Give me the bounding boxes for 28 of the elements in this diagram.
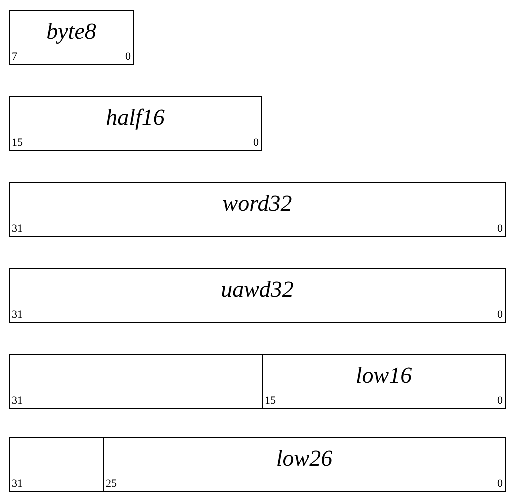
field-name: low26	[276, 446, 333, 472]
field-name: word32	[222, 191, 292, 217]
bit-number: 0	[498, 478, 503, 490]
field-box	[9, 182, 506, 237]
field-name: byte8	[46, 19, 96, 45]
bit-number: 0	[254, 137, 259, 149]
bit-number: 31	[12, 478, 23, 490]
bit-number: 25	[106, 478, 117, 490]
field-box	[103, 437, 506, 492]
field-box	[262, 354, 506, 409]
bit-number: 15	[265, 395, 276, 407]
field-box	[9, 354, 263, 409]
field-box	[9, 10, 134, 65]
field-box	[9, 437, 104, 492]
field-box	[9, 96, 262, 151]
bit-number: 0	[498, 309, 503, 321]
bit-number: 15	[12, 137, 23, 149]
bit-number: 0	[498, 223, 503, 235]
field-name: low16	[356, 363, 412, 389]
bit-number: 0	[126, 51, 131, 63]
bit-number: 31	[12, 395, 23, 407]
field-name: half16	[106, 105, 165, 131]
bit-number: 7	[12, 51, 18, 63]
field-name: uawd32	[221, 277, 294, 303]
bit-number: 31	[12, 309, 23, 321]
bit-number: 31	[12, 223, 23, 235]
bit-number: 0	[498, 395, 503, 407]
field-box	[9, 268, 506, 323]
